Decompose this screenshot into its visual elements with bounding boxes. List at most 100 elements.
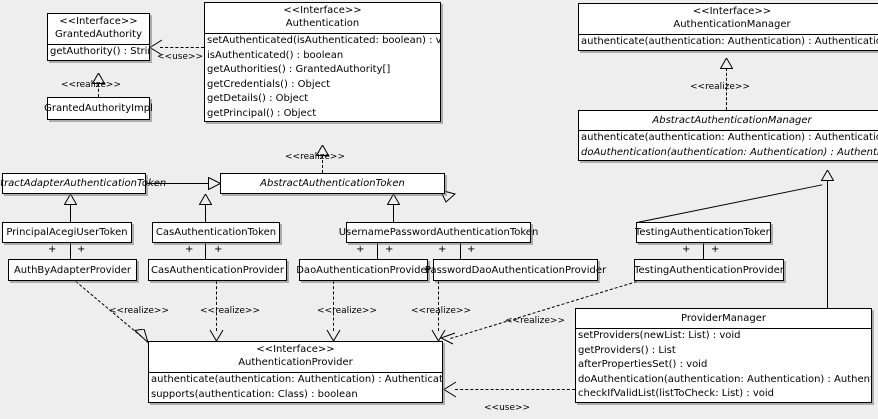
generalization-arrowhead-principal-acegi-user-token xyxy=(64,194,77,205)
class-name-abstract-authentication-manager: AbstractAuthenticationManager xyxy=(652,115,812,126)
association-end-principal-right: + xyxy=(77,244,86,255)
realize-label-abstract-authentication-token: <<realize>> xyxy=(285,152,345,162)
realize-label-dao-authentication-provider: <<realize>> xyxy=(317,306,377,316)
class-authentication-manager[interactable]: <<Interface>> AuthenticationManager auth… xyxy=(578,3,878,51)
class-name-testing-authentication-provider: TestingAuthenticationProvider xyxy=(634,264,784,276)
members-authentication: setAuthenticated(isAuthenticated: boolea… xyxy=(205,33,440,121)
realize-line-cas-authentication-provider xyxy=(216,281,217,331)
members-authentication-provider: authenticate(authentication: Authenticat… xyxy=(149,372,442,402)
stereotype-interface: <<Interface>> xyxy=(692,6,772,17)
class-authentication-provider[interactable]: <<Interface>> AuthenticationProvider aut… xyxy=(148,341,443,403)
member-after-properties-set: afterPropertiesSet() : void xyxy=(578,359,708,370)
realize-label-cas-authentication-provider: <<realize>> xyxy=(200,306,260,316)
class-name-auth-by-adapter-provider: AuthByAdapterProvider xyxy=(13,264,132,276)
class-granted-authority-impl[interactable]: GrantedAuthorityImpl xyxy=(44,97,153,120)
association-end-cas-right: + xyxy=(214,244,223,255)
realize-label-abstract-authentication-manager: <<realize>> xyxy=(690,82,750,92)
class-name-password-dao-authentication-provider: PasswordDaoAuthenticationProvider xyxy=(424,264,607,276)
member-set-providers: setProviders(newList: List) : void xyxy=(578,330,741,341)
generalization-line-testing-authentication-token xyxy=(637,184,823,223)
association-end-passworddao-left: + xyxy=(438,244,447,255)
association-end-principal-left: + xyxy=(48,244,57,255)
class-header-authentication: <<Interface>> Authentication xyxy=(205,3,440,33)
generalization-line-principal-acegi-user-token xyxy=(70,204,71,222)
stereotype-interface: <<Interface>> xyxy=(256,344,335,355)
class-testing-authentication-provider[interactable]: TestingAuthenticationProvider xyxy=(634,259,784,281)
member-get-providers: getProviders() : List xyxy=(578,344,676,356)
class-name-authentication-manager: AuthenticationManager xyxy=(673,19,791,30)
member-supports: supports(authentication: Class) : boolea… xyxy=(151,388,358,400)
class-name-username-password-authentication-token: UsernamePasswordAuthenticationToken xyxy=(338,227,539,238)
realize-line-abstract-authentication-token xyxy=(322,145,323,173)
member-get-authorities: getAuthorities() : GrantedAuthority[] xyxy=(207,64,391,75)
class-header-abstract-authentication-manager: AbstractAuthenticationManager xyxy=(579,111,878,130)
class-granted-authority[interactable]: <<Interface>> GrantedAuthority getAuthor… xyxy=(47,13,150,61)
generalization-arrowhead-username-password-token xyxy=(387,194,400,205)
association-end-testing-right: + xyxy=(711,244,720,255)
member-do-authentication: doAuthentication(authentication: Authent… xyxy=(578,373,871,385)
generalization-line-username-password-token xyxy=(393,204,394,222)
members-granted-authority: getAuthority() : String xyxy=(48,44,149,60)
class-testing-authentication-token[interactable]: TestingAuthenticationToken xyxy=(635,222,772,243)
use-line-authentication-granted-authority xyxy=(160,47,204,48)
class-username-password-authentication-token[interactable]: UsernamePasswordAuthenticationToken xyxy=(339,222,538,243)
realize-arrowhead-auth-by-adapter-provider xyxy=(134,329,150,344)
use-arrowhead-authentication-granted-authority xyxy=(149,39,163,56)
realize-arrowhead-testing-authentication-provider xyxy=(440,332,456,346)
use-arrowhead-provider-manager xyxy=(443,381,457,398)
association-line-testing-token-testing-provider xyxy=(703,243,704,259)
member-get-credentials: getCredentials() : Object xyxy=(207,78,331,90)
realize-line-abstract-authentication-manager xyxy=(726,68,727,110)
member-is-authenticated: isAuthenticated() : boolean xyxy=(207,49,344,61)
class-auth-by-adapter-provider[interactable]: AuthByAdapterProvider xyxy=(8,259,137,281)
realize-label-password-dao-authentication-provider: <<realize>> xyxy=(411,306,471,316)
class-provider-manager[interactable]: ProviderManager setProviders(newList: Li… xyxy=(575,308,872,403)
class-header-authentication-manager: <<Interface>> AuthenticationManager xyxy=(579,4,878,34)
class-name-abstract-authentication-token: AbstractAuthenticationToken xyxy=(260,178,405,189)
class-name-cas-authentication-token: CasAuthenticationToken xyxy=(155,227,277,238)
realize-arrowhead-abstract-authentication-token xyxy=(316,145,329,156)
realize-label-granted-authority-impl: <<realize>> xyxy=(61,80,121,90)
class-name-dao-authentication-provider: DaoAuthenticationProvider xyxy=(296,264,431,276)
association-end-userpass-right: + xyxy=(385,244,394,255)
class-name-granted-authority-impl: GrantedAuthorityImpl xyxy=(44,103,153,114)
members-provider-manager: setProviders(newList: List) : void getPr… xyxy=(576,328,871,402)
realize-line-dao-authentication-provider xyxy=(333,281,334,331)
class-header-granted-authority: <<Interface>> GrantedAuthority xyxy=(48,14,149,44)
class-name-granted-authority: GrantedAuthority xyxy=(54,29,143,40)
class-name-authentication-provider: AuthenticationProvider xyxy=(238,357,353,368)
member-get-details: getDetails() : Object xyxy=(207,93,309,104)
use-label-provider-manager: <<use>> xyxy=(484,403,531,413)
realize-arrowhead-abstract-authentication-manager xyxy=(720,58,733,69)
class-name-testing-authentication-token: TestingAuthenticationToken xyxy=(634,227,773,238)
association-line-principal-acegi-auth-by-adapter xyxy=(70,243,71,259)
association-end-passworddao-right: + xyxy=(467,244,476,255)
class-abstract-authentication-token[interactable]: AbstractAuthenticationToken xyxy=(220,173,445,194)
class-cas-authentication-token[interactable]: CasAuthenticationToken xyxy=(152,222,280,243)
members-abstract-authentication-manager: authenticate(authentication: Authenticat… xyxy=(579,130,878,160)
association-end-testing-left: + xyxy=(682,244,691,255)
member-get-authority: getAuthority() : String xyxy=(50,46,149,57)
class-abstract-adapter-authentication-token[interactable]: AbstractAdapterAuthenticationToken xyxy=(0,173,166,194)
association-line-cas-token-cas-provider xyxy=(205,243,206,259)
class-name-abstract-adapter-authentication-token: AbstractAdapterAuthenticationToken xyxy=(0,178,167,189)
member-do-authentication: doAuthentication(authentication: Authent… xyxy=(581,146,878,158)
class-dao-authentication-provider[interactable]: DaoAuthenticationProvider xyxy=(296,259,431,281)
class-name-cas-authentication-provider: CasAuthenticationProvider xyxy=(151,264,284,276)
realize-line-password-dao-authentication-provider xyxy=(438,281,439,331)
association-end-userpass-left: + xyxy=(356,244,365,255)
class-principal-acegi-user-token[interactable]: PrincipalAcegiUserToken xyxy=(2,222,132,243)
member-authenticate: authenticate(authentication: Authenticat… xyxy=(581,36,878,47)
member-set-authenticated: setAuthenticated(isAuthenticated: boolea… xyxy=(207,35,440,46)
member-authenticate: authenticate(authentication: Authenticat… xyxy=(151,374,442,385)
class-authentication[interactable]: <<Interface>> Authentication setAuthenti… xyxy=(204,2,441,122)
class-password-dao-authentication-provider[interactable]: PasswordDaoAuthenticationProvider xyxy=(425,259,606,281)
association-line-userpass-dao-provider xyxy=(377,243,378,259)
member-get-principal: getPrincipal() : Object xyxy=(207,107,317,119)
realize-label-auth-by-adapter-provider: <<realize>> xyxy=(109,306,169,316)
class-name-principal-acegi-user-token: PrincipalAcegiUserToken xyxy=(6,227,128,238)
stereotype-interface: <<Interface>> xyxy=(59,16,138,27)
class-cas-authentication-provider[interactable]: CasAuthenticationProvider xyxy=(148,259,287,281)
class-abstract-authentication-manager[interactable]: AbstractAuthenticationManager authentica… xyxy=(578,110,878,161)
